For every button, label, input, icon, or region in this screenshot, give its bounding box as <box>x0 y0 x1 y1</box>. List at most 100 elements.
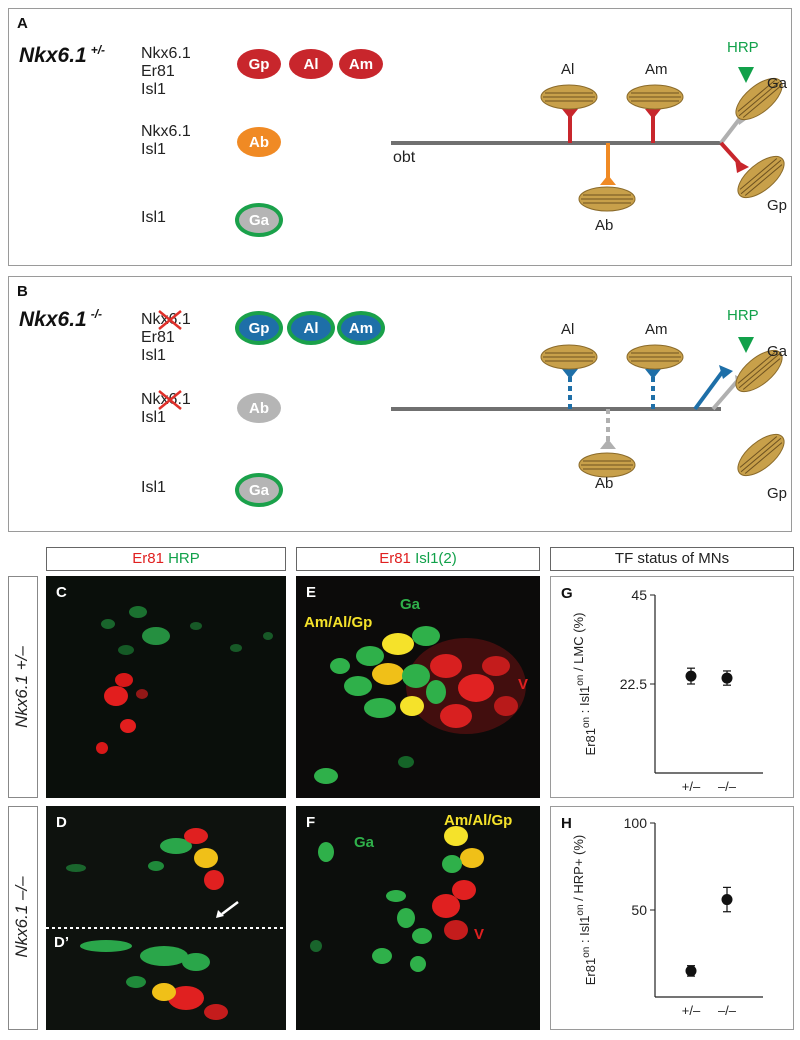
hrp-marker <box>738 67 754 83</box>
tf-list-row1: Nkx6.1 Er81 Isl1 <box>141 311 191 365</box>
muscle-al <box>540 84 598 110</box>
genotype-name: Nkx6.1 <box>19 44 87 67</box>
row-label-bottom: Nkx6.1 –/– <box>12 876 31 958</box>
row-label-box-top <box>8 576 38 798</box>
data-point <box>685 670 697 682</box>
muscle-ab <box>578 452 636 478</box>
tf-label: Isl1 <box>141 479 166 496</box>
muscle-am <box>626 344 684 370</box>
pool-ab: Ab <box>237 127 281 157</box>
y-axis-label-part: : Isl1 <box>577 686 592 717</box>
chart-letter: G <box>561 585 573 602</box>
tf-label: Er81 <box>141 63 175 80</box>
micrograph-c: C <box>46 576 286 798</box>
muscle-am <box>626 84 684 110</box>
tf-label: Isl1 <box>141 409 166 426</box>
data-point <box>721 672 733 684</box>
nerve-label-obt: obt <box>393 149 416 166</box>
label-am-al-gp: Am/Al/Gp <box>444 812 513 829</box>
tf-list-row2: Nkx6.1 Isl1 <box>141 123 191 159</box>
muscle-gp <box>737 433 785 477</box>
panel-a-letter: A <box>17 15 28 32</box>
label-ga: Ga <box>400 596 421 613</box>
genotype-sup: +/- <box>90 43 106 57</box>
panel-b-schematic <box>391 337 785 478</box>
pool-am: Am <box>339 49 383 79</box>
y-axis-label: Er81on : Isl1on / LMC (%) <box>571 613 598 756</box>
cross-mark <box>158 310 182 330</box>
header-red-label: Er81 <box>132 550 164 567</box>
y-tick-label: 100 <box>624 815 648 831</box>
y-tick-label: 45 <box>631 587 647 603</box>
muscle-label-gp: Gp <box>767 197 788 214</box>
tracer-label-hrp: HRP <box>727 307 759 324</box>
tf-list-row3: Isl1 <box>141 479 166 497</box>
tf-label: Isl1 <box>141 347 166 364</box>
y-axis-label-sup: on <box>581 947 592 958</box>
micrograph-letter: F <box>306 814 316 831</box>
chart-g-panel: G 22.5 45 +/– –/– Er81on : Isl1on / LMC (%) <box>550 576 794 798</box>
pool-al: Al <box>289 49 333 79</box>
cross-mark <box>158 390 182 410</box>
pool-ga: Ga <box>235 473 283 507</box>
label-ga: Ga <box>354 834 375 851</box>
tf-list-row1: Nkx6.1 Er81 Isl1 <box>141 45 191 99</box>
pool-am: Am <box>337 311 385 345</box>
pool-al: Al <box>287 311 335 345</box>
y-axis-label-part: : Isl1 <box>577 916 592 947</box>
hrp-marker <box>738 337 754 353</box>
micrograph-letter-prime: D’ <box>54 934 69 951</box>
muscle-label-ga: Ga <box>767 343 788 360</box>
data-point <box>685 965 697 977</box>
micrograph-d: D D’ <box>46 806 286 1030</box>
panel-b-letter: B <box>17 283 28 300</box>
y-axis-label-part: / LMC (%) <box>571 613 586 675</box>
y-axis-label-sup: on <box>581 717 592 728</box>
y-tick-label: 22.5 <box>620 676 647 692</box>
header-green-label: HRP <box>168 550 200 567</box>
muscle-gp <box>737 155 785 199</box>
pool-gp: Gp <box>237 49 281 79</box>
tf-label-crossed: Nkx6.1 <box>141 311 191 328</box>
micrograph-e: E Ga Am/Al/Gp V <box>296 576 540 798</box>
micrograph-letter: E <box>306 584 317 601</box>
x-tick-label: –/– <box>718 779 737 794</box>
panel-a-schematic <box>391 67 785 212</box>
header-tf-status: TF status of MNs <box>550 547 794 571</box>
label-v: V <box>474 926 485 943</box>
muscle-label-ga: Ga <box>767 75 788 92</box>
micrograph-letter: C <box>56 584 67 601</box>
pool-gp: Gp <box>235 311 283 345</box>
panel-a-genotype: Nkx6.1+/- <box>19 43 105 68</box>
muscle-al <box>540 344 598 370</box>
tf-label: Er81 <box>141 329 175 346</box>
tf-label: Nkx6.1 <box>141 123 191 140</box>
data-point <box>721 894 733 906</box>
muscle-label-al: Al <box>561 321 575 338</box>
pool-ga: Ga <box>235 203 283 237</box>
panel-b: B Nkx6.1-/- Nkx6.1 Er81 Isl1 Gp Al Am Nk… <box>8 276 792 532</box>
muscle-ab <box>578 186 636 212</box>
row-label-box-bottom <box>8 806 38 1030</box>
tf-label: Nkx6.1 <box>141 45 191 62</box>
tracer-label-hrp: HRP <box>727 39 759 56</box>
muscle-ga <box>735 349 783 393</box>
header-er81-isl1: Er81 Isl1(2) <box>296 547 540 571</box>
x-tick-label: +/– <box>682 1003 701 1018</box>
muscle-label-am: Am <box>645 61 668 78</box>
y-axis-label: Er81on : Isl1on / HRP+ (%) <box>571 835 598 986</box>
tf-label: Isl1 <box>141 209 166 226</box>
y-axis-label-sup: on <box>575 904 586 915</box>
label-v: V <box>518 676 529 693</box>
muscle-label-ab: Ab <box>595 217 614 234</box>
micrograph-f: F Ga Am/Al/Gp V <box>296 806 540 1030</box>
label-am-al-gp: Am/Al/Gp <box>304 614 373 631</box>
x-tick-label: +/– <box>682 779 701 794</box>
genotype-name: Nkx6.1 <box>19 308 87 331</box>
y-axis-label-part: / HRP+ (%) <box>571 835 586 905</box>
row-label-top: Nkx6.1 +/– <box>12 646 31 728</box>
y-axis-label-part: Er81 <box>583 958 598 985</box>
tf-label: Isl1 <box>141 81 166 98</box>
x-tick-label: –/– <box>718 1003 737 1018</box>
